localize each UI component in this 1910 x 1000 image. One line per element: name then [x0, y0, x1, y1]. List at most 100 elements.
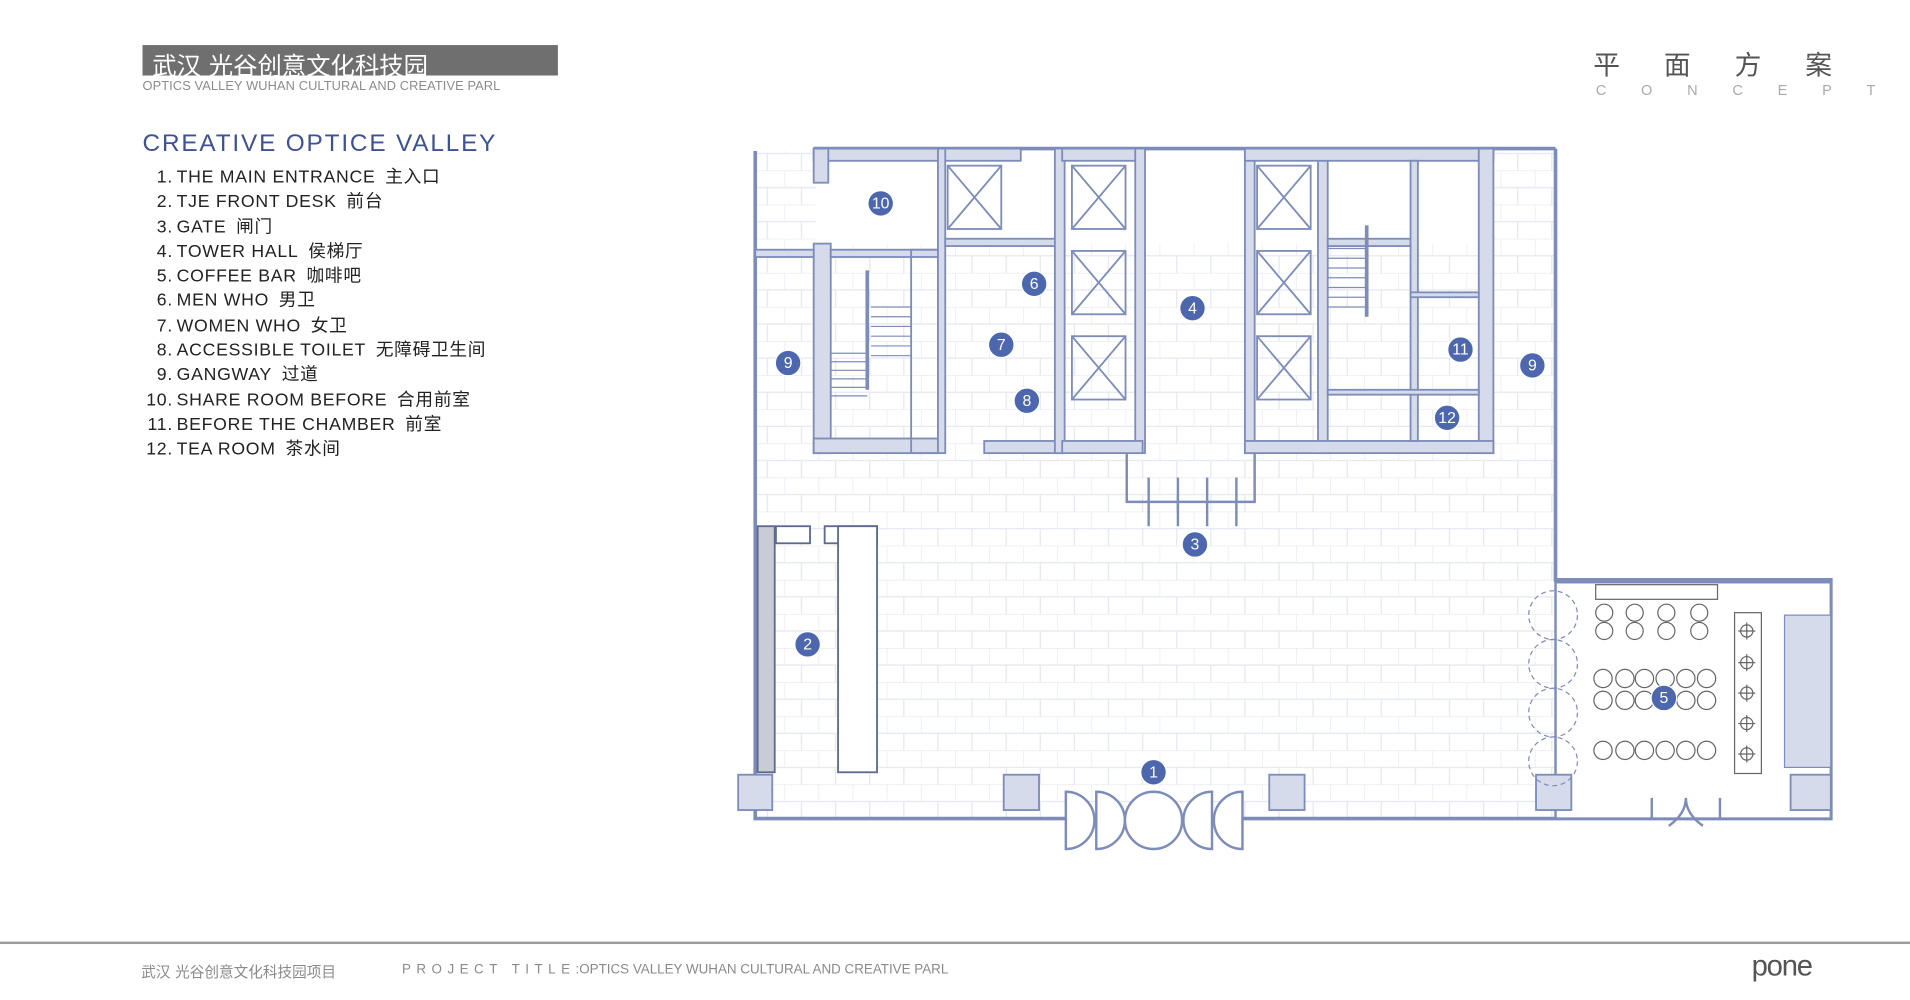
legend-item-label-en: GATE [176, 217, 227, 238]
elevator-car [1071, 164, 1127, 230]
room-number-marker: 4 [1179, 294, 1206, 322]
room-number-marker: 8 [1013, 387, 1041, 415]
chair [1676, 740, 1696, 761]
legend-item-label-cn: 合用前室 [397, 390, 471, 411]
bar-stool-icon [1738, 684, 1756, 702]
footer-project-title: PROJECT TITLE:OPTICS VALLEY WUHAN CULTUR… [402, 962, 948, 977]
room-number: 11 [1452, 342, 1469, 359]
room-number: 4 [1188, 300, 1197, 317]
legend-item-label-en: ACCESSIBLE TOILET [176, 341, 367, 361]
legend-item-label-cn: 男卫 [278, 291, 316, 312]
legend-item-label-en: WOMEN WHO [176, 316, 301, 336]
chair [1634, 740, 1655, 761]
legend-item-label-en: COFFEE BAR [176, 266, 297, 287]
elevator-car [1071, 335, 1127, 401]
coffee-bar-furniture [1528, 584, 1832, 827]
legend-item-label-cn: 咖啡吧 [306, 266, 362, 287]
legend-item-number: 5. [156, 266, 173, 287]
chair [1615, 668, 1635, 689]
room-number: 7 [997, 337, 1006, 354]
room-number-marker: 1 [1140, 758, 1167, 786]
columns [737, 773, 1832, 811]
bar-stool-icon [1738, 622, 1756, 640]
chair [1595, 603, 1614, 622]
room-number: 9 [1528, 358, 1537, 375]
footer-divider [0, 941, 1910, 945]
chair [1696, 668, 1717, 689]
gate-structure [1125, 453, 1256, 527]
legend-item-label-cn: 过道 [281, 365, 319, 386]
legend-item-number: 1. [156, 168, 173, 188]
project-title-banner: 武汉 光谷创意文化科技园 [142, 45, 558, 80]
room-number: 10 [872, 196, 890, 213]
legend-item-label-cn: 茶水间 [285, 440, 341, 460]
chair [1615, 690, 1635, 711]
room-number-marker: 12 [1433, 404, 1461, 432]
legend-item-number: 6. [156, 291, 173, 312]
room-number: 2 [803, 636, 812, 653]
chair [1593, 740, 1613, 761]
legend-item-number: 8. [156, 341, 173, 361]
room-number-marker: 6 [1020, 270, 1048, 298]
room-number-marker: 3 [1181, 531, 1209, 558]
legend-item: 5.COFFEE BAR 咖啡吧 [136, 262, 486, 287]
chair [1593, 690, 1613, 711]
bar-stool-icon [1738, 715, 1756, 733]
main-entrance-doors [1064, 790, 1244, 851]
concept-title-cn: 平面方案 [1593, 51, 1876, 82]
chair [1615, 740, 1635, 761]
legend-item-label-en: GANGWAY [176, 365, 273, 386]
chair [1690, 621, 1709, 641]
legend-item-number: 9. [156, 365, 173, 386]
room-number-marker: 11 [1447, 336, 1474, 363]
elevator-car [1256, 335, 1312, 401]
elevator-car [1256, 164, 1312, 230]
chair [1655, 740, 1675, 761]
footer-project-cn: 武汉 光谷创意文化科技园项目 [141, 963, 336, 981]
room-number: 12 [1438, 410, 1456, 427]
project-title-en: OPTICS VALLEY WUHAN CULTURAL AND CREATIV… [142, 79, 501, 94]
floor-tiles [755, 151, 1555, 819]
chair [1595, 621, 1614, 641]
legend-item-label-en: THE MAIN ENTRANCE [176, 168, 376, 188]
legend-item-number: 2. [156, 192, 173, 213]
room-number: 6 [1030, 276, 1039, 293]
legend-item-label-cn: 闸门 [236, 217, 273, 238]
footer-project-label: PROJECT TITLE [401, 962, 576, 977]
legend-item: 9.GANGWAY 过道 [136, 361, 486, 386]
elevator-car [1071, 250, 1127, 316]
chair [1696, 690, 1717, 711]
room-number: 9 [784, 355, 793, 372]
legend-item-number: 12. [146, 440, 173, 460]
legend-item-label-cn: 主入口 [385, 168, 441, 188]
legend-title: CREATIVE OPTICE VALLEY [142, 130, 498, 158]
legend-item-label-cn: 无障碍卫生间 [375, 341, 487, 361]
room-number-marker: 2 [794, 630, 821, 658]
legend-item-label-en: MEN WHO [176, 291, 270, 312]
chair [1657, 621, 1676, 641]
legend-item-label-cn: 前室 [405, 415, 443, 435]
legend-item-label-en: TOWER HALL [176, 242, 299, 262]
room-number: 3 [1191, 537, 1200, 554]
chair [1696, 740, 1717, 761]
room-number-marker: 7 [987, 331, 1015, 359]
room-number-marker: 9 [1518, 352, 1546, 379]
legend-item-label-en: BEFORE THE CHAMBER [176, 415, 396, 435]
bar-stool-icon [1738, 745, 1756, 763]
room-number: 5 [1660, 690, 1669, 707]
project-title-cn: 武汉 光谷创意文化科技园 [152, 51, 428, 81]
footer-project-name: :OPTICS VALLEY WUHAN CULTURAL AND CREATI… [575, 962, 949, 977]
room-number-marker: 10 [867, 190, 895, 217]
legend-item-number: 7. [156, 316, 173, 336]
company-logo: pone [1751, 950, 1813, 984]
legend-item-label-cn: 前台 [346, 192, 384, 213]
legend-item-number: 10. [146, 390, 173, 411]
